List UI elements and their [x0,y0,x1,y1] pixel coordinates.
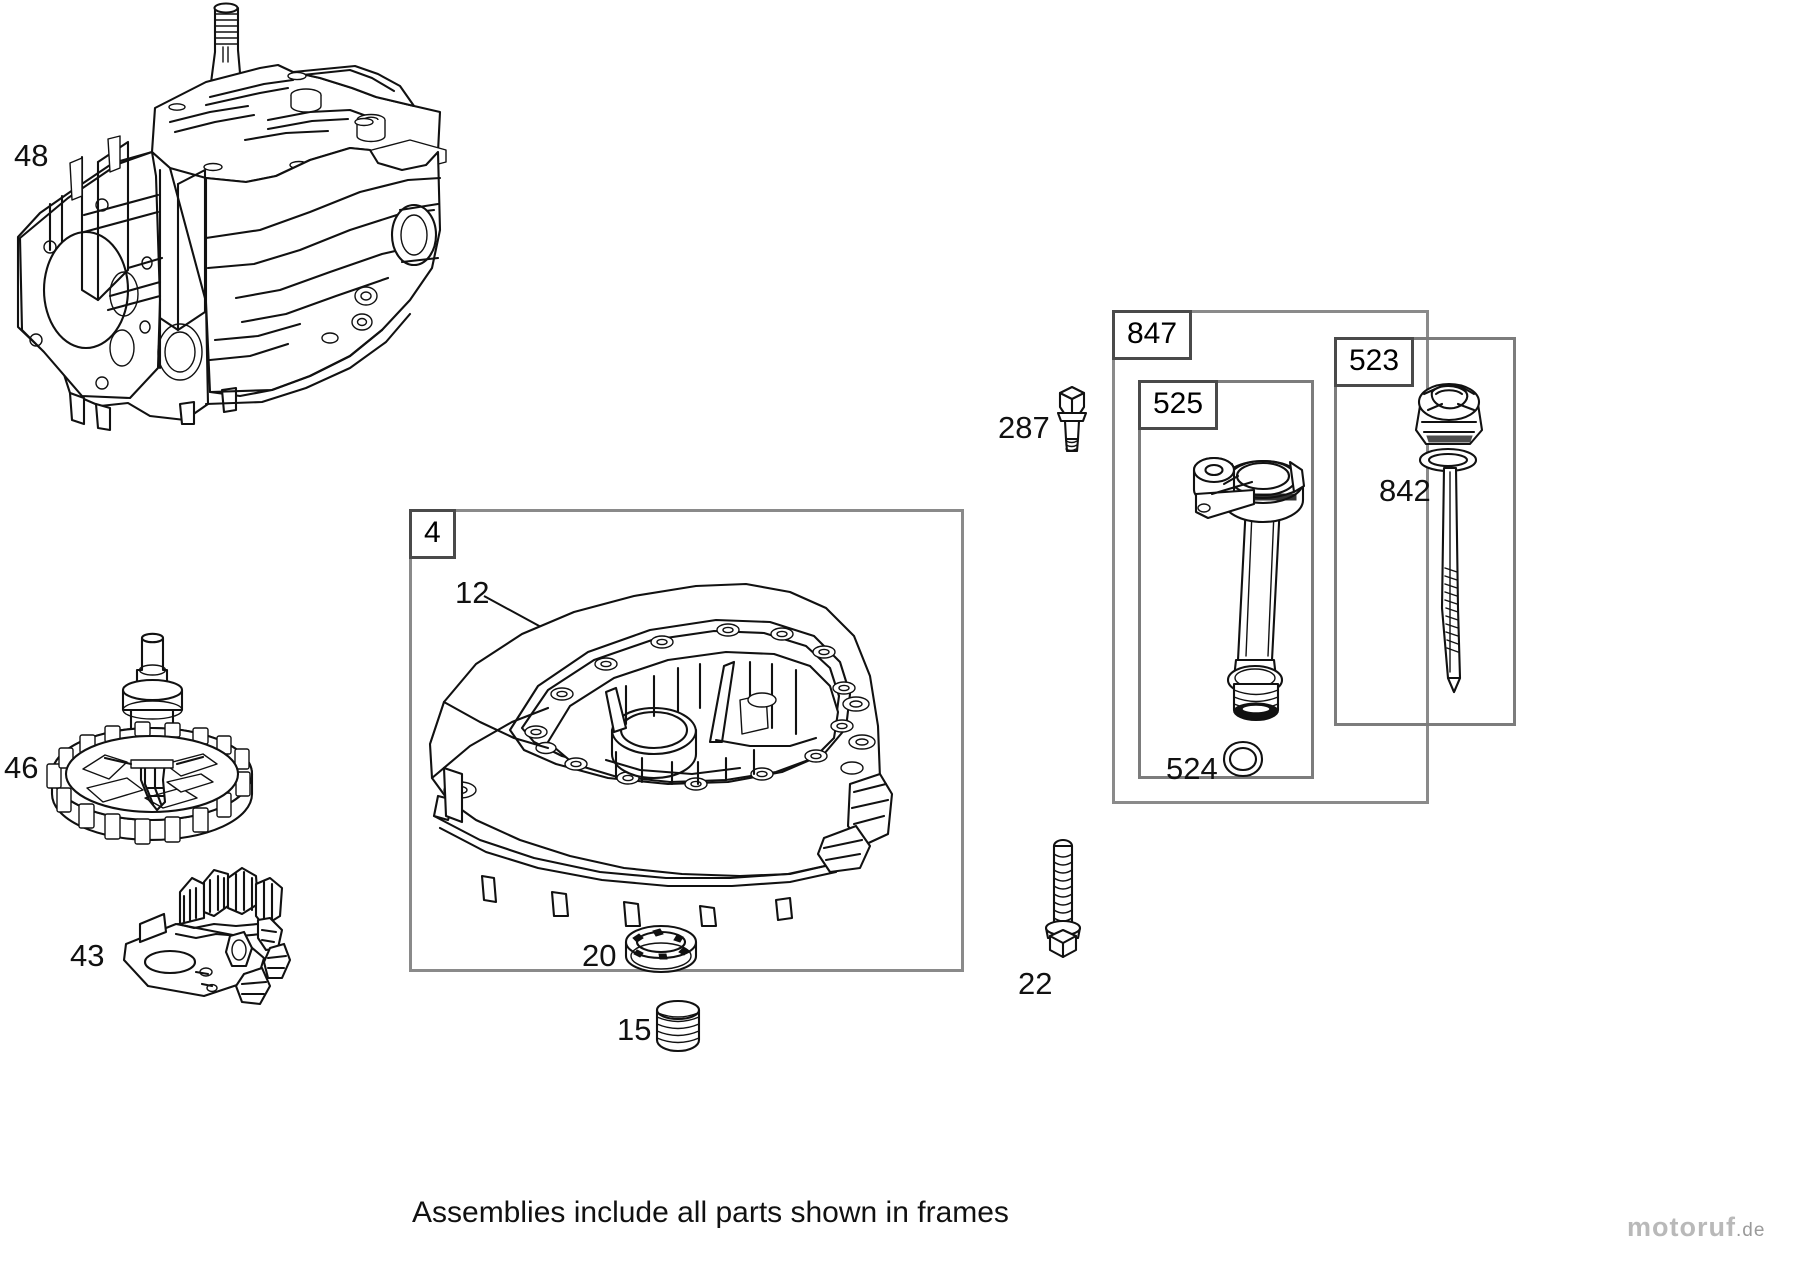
callout-label-287: 287 [998,410,1050,445]
part-hex-flange-screw [1042,836,1090,960]
callout-label-48: 48 [14,138,49,173]
callout-label-22: 22 [1018,966,1053,1001]
watermark-tld: .de [1735,1220,1766,1241]
part-crankcase-engine-block [10,0,470,432]
frame-525 [1138,380,1314,779]
callout-label-20: 20 [582,938,617,973]
callout-label-46: 46 [4,750,39,785]
frame-tag-847: 847 [1112,310,1193,360]
frame-523 [1334,337,1516,726]
callout-label-524: 524 [1166,751,1218,786]
watermark-motoruf: motoruf.de [1627,1212,1765,1243]
part-flange-bolt [1052,383,1094,455]
part-o-ring-seal [1220,738,1266,780]
frame-tag-525: 525 [1138,380,1219,430]
footer-note: Assemblies include all parts shown in fr… [412,1196,1009,1229]
callout-label-43: 43 [70,938,105,973]
frame-847 [1112,310,1429,804]
part-camshaft-gear [45,612,275,862]
part-oil-fill-tube-assembly [1192,434,1328,734]
callout-label-842: 842 [1379,473,1431,508]
watermark-brand: motoruf [1627,1212,1736,1242]
part-dipstick-assembly [1398,372,1522,712]
callout-label-12: 12 [455,575,490,610]
part-oil-drain-plug [650,994,706,1056]
part-governor-bracket-assembly [118,862,298,1022]
frame-4 [409,509,964,972]
part-oil-seal-bearing [623,922,699,974]
part-crankcase-cover-assembly [410,516,962,946]
frame-tag-4: 4 [409,509,456,559]
callout-label-15: 15 [617,1012,652,1047]
frame-tag-523: 523 [1334,337,1415,387]
